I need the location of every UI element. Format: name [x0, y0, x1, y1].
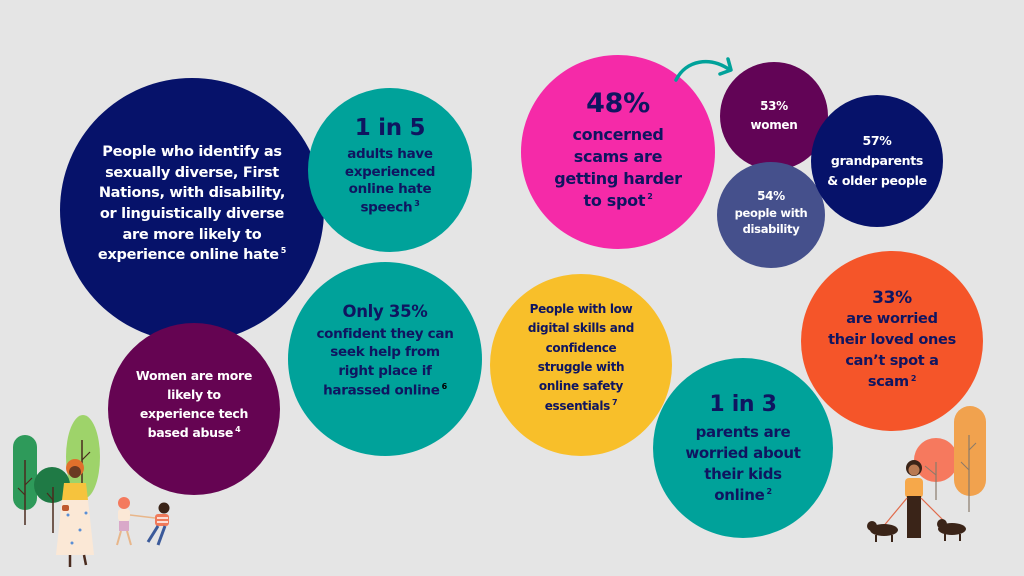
bubble-text: parents are worried about their kids onl… — [685, 422, 801, 505]
footnote: 3 — [414, 199, 420, 209]
bubble-text: Women are more likely to experience tech… — [135, 368, 253, 440]
bubble-stat: 33% — [872, 287, 912, 308]
bubble-text: grandparents & older people — [827, 153, 927, 188]
footnote: 5 — [280, 246, 287, 256]
bubble-text: people with disability — [734, 206, 808, 237]
grandparents-57-bubble: 57% grandparents & older people — [811, 95, 943, 227]
confident-help-bubble: Only 35% confident they can seek help fr… — [288, 262, 482, 456]
bubble-text: confident they can seek help from right … — [316, 325, 454, 399]
digital-skills-bubble: People with low digital skills and confi… — [490, 274, 672, 456]
bubble-text: adults have experienced online hate spee… — [344, 145, 436, 216]
woman-icon — [881, 460, 947, 538]
bubble-stat: Only 35% — [342, 302, 428, 322]
people-walking-illustration — [13, 415, 170, 567]
bubble-stat: 57% — [862, 133, 892, 148]
women-tech-abuse-bubble: Women are more likely to experience tech… — [108, 323, 280, 495]
loved-ones-scam-bubble: 33% are worried their loved ones can’t s… — [801, 251, 983, 431]
bubble-stat: 48% — [586, 87, 650, 119]
bubble-text: concerned scams are getting harder to sp… — [554, 125, 682, 210]
footnote: 2 — [647, 192, 653, 202]
woman-icon — [56, 459, 94, 567]
tree-icon — [914, 406, 986, 512]
scams-harder-bubble: 48% concerned scams are getting harder t… — [521, 55, 715, 249]
bubble-stat: 53% — [760, 99, 788, 114]
children-icon — [116, 497, 170, 546]
footnote: 6 — [441, 382, 448, 392]
footnote: 2 — [910, 373, 917, 383]
bubble-text: People with low digital skills and confi… — [527, 301, 635, 413]
dog-icon — [867, 519, 966, 542]
footnote: 7 — [612, 397, 618, 407]
disability-54-bubble: 54% people with disability — [717, 162, 825, 268]
bubble-stat: 54% — [757, 188, 785, 203]
bubble-stat: 1 in 3 — [709, 392, 777, 418]
footnote: 4 — [235, 424, 241, 434]
footnote: 2 — [766, 487, 773, 497]
dog-walker-illustration — [867, 406, 986, 542]
women-53-bubble: 53% women — [720, 62, 828, 170]
bubble-text: People who identify as sexually diverse,… — [97, 144, 287, 264]
bubble-stat: 1 in 5 — [354, 115, 426, 142]
online-hate-groups-bubble: People who identify as sexually diverse,… — [60, 78, 324, 342]
one-in-five-bubble: 1 in 5 adults have experienced online ha… — [308, 88, 472, 252]
parents-worried-bubble: 1 in 3 parents are worried about their k… — [653, 358, 833, 538]
curved-arrow-icon — [674, 57, 733, 82]
bubble-text: women — [750, 118, 798, 132]
bubble-text: are worried their loved ones can’t spot … — [828, 311, 956, 391]
